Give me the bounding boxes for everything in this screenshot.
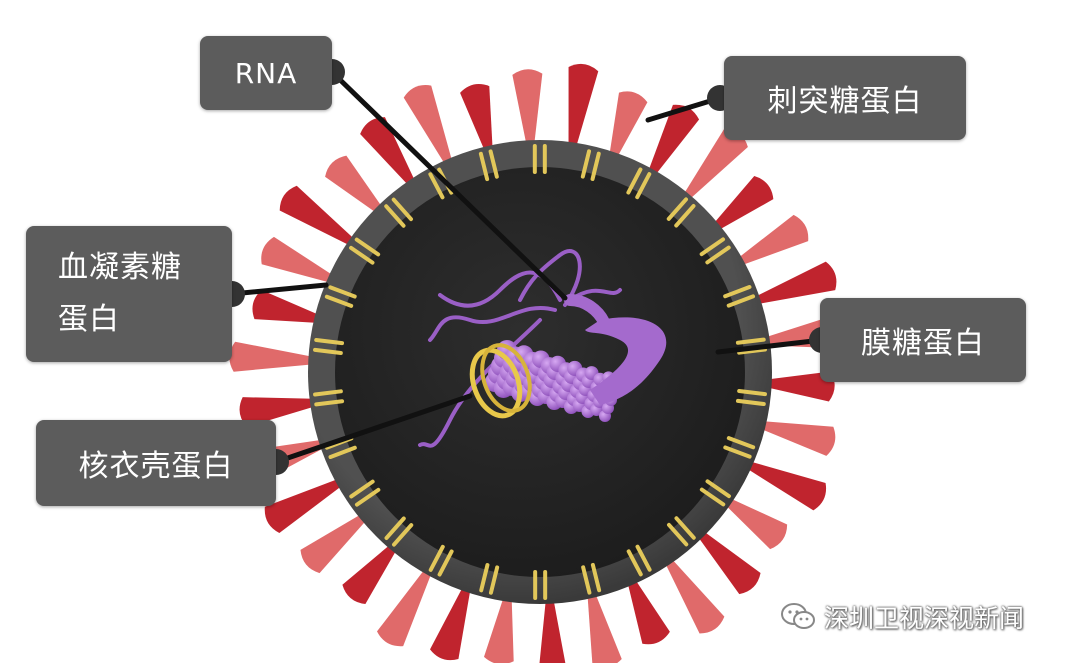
label-hemagglutinin-glycoprotein: 血凝素糖 蛋白 [26, 226, 232, 362]
label-spike-glycoprotein: 刺突糖蛋白 [724, 56, 966, 140]
watermark: 深圳卫视深视新闻 [780, 592, 1070, 642]
spike [694, 527, 760, 594]
spike [609, 91, 648, 162]
label-nucleocapsid-protein: 核衣壳蛋白 [36, 420, 276, 506]
label-membrane-glycoprotein: 膜糖蛋白 [820, 298, 1026, 382]
label-ha-line1: 血凝素糖 [58, 242, 182, 294]
spike [742, 460, 827, 511]
spike [569, 64, 599, 153]
label-spike-text: 刺突糖蛋白 [768, 76, 923, 120]
label-rna-text: RNA [235, 57, 298, 90]
spike [587, 588, 622, 663]
spike [512, 69, 542, 150]
spike [430, 581, 471, 660]
spike [229, 342, 318, 372]
spike [252, 290, 324, 323]
label-nucleocapsid-text: 核衣壳蛋白 [79, 441, 234, 485]
spike [460, 84, 493, 156]
spike [484, 591, 514, 663]
spike [261, 237, 338, 284]
spike [265, 477, 347, 533]
spike [404, 85, 454, 170]
spike [662, 554, 724, 634]
spike [377, 564, 434, 646]
spike [300, 511, 370, 573]
spike [755, 421, 835, 456]
spike [538, 594, 568, 663]
label-ha-line2: 蛋白 [58, 294, 120, 346]
spike [733, 215, 808, 267]
spike [626, 574, 670, 644]
watermark-text: 深圳卫视深视新闻 [824, 599, 1024, 635]
spike [280, 186, 359, 249]
label-membrane-text: 膜糖蛋白 [861, 318, 985, 362]
label-rna: RNA [200, 36, 332, 110]
wechat-icon [780, 602, 816, 632]
